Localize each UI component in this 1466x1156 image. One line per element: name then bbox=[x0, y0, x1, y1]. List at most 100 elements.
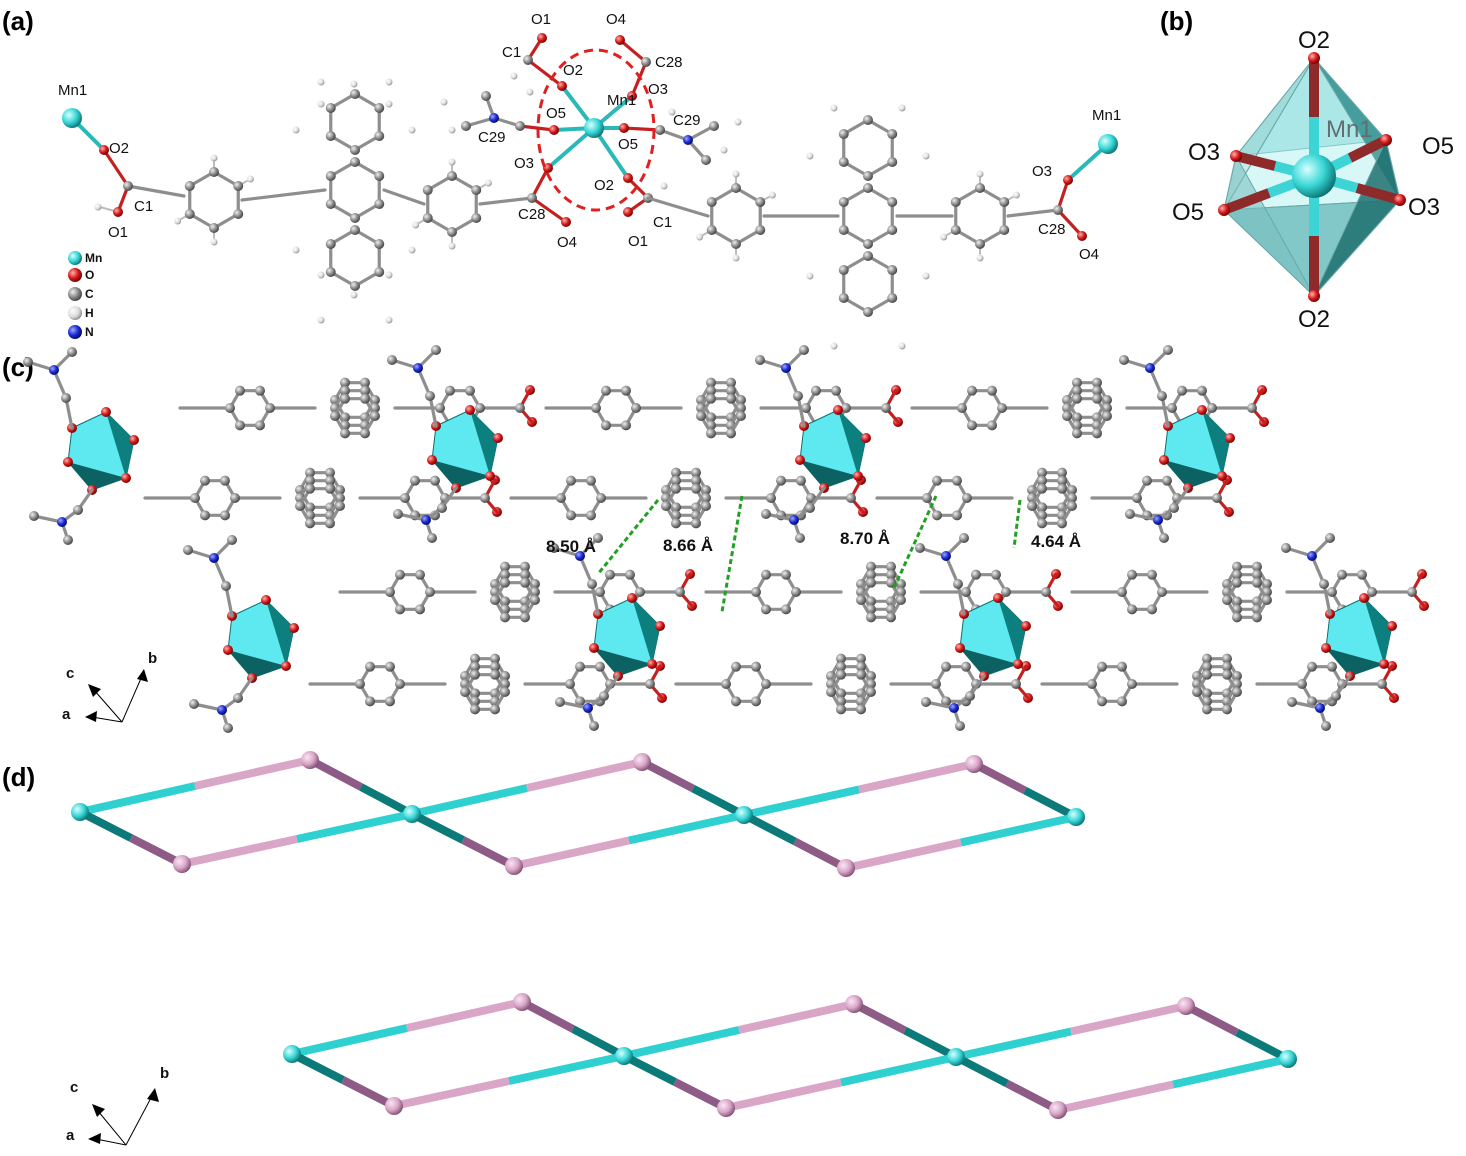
network-link bbox=[461, 836, 516, 870]
panel-b-label: (b) bbox=[1160, 6, 1194, 36]
carbon-atom bbox=[781, 569, 791, 580]
hydrogen-atom bbox=[210, 238, 218, 246]
carbon-atom bbox=[1127, 604, 1137, 615]
carbon-atom bbox=[965, 691, 975, 701]
oxygen-atom bbox=[101, 407, 111, 417]
carbon-atom bbox=[1307, 696, 1317, 707]
network-link bbox=[406, 998, 523, 1032]
carbon-atom bbox=[350, 213, 360, 223]
mn-octahedron-face bbox=[998, 598, 1026, 664]
carbon-atom bbox=[863, 239, 873, 249]
linker-node bbox=[513, 993, 531, 1011]
hydrogen-atom bbox=[385, 271, 393, 279]
network-link bbox=[858, 760, 975, 794]
hydrogen-atom bbox=[292, 126, 300, 134]
carbon-atom bbox=[233, 209, 244, 219]
carbon-atom bbox=[997, 403, 1007, 413]
oxygen-atom bbox=[557, 81, 567, 91]
hydrogen-atom bbox=[408, 246, 416, 254]
oxygen-atom bbox=[1063, 175, 1073, 185]
carbon-atom bbox=[941, 661, 951, 672]
carbon-atom bbox=[838, 293, 849, 303]
carbon-atom bbox=[838, 157, 849, 167]
mn-o-bond bbox=[1347, 135, 1389, 163]
hydrogen-atom bbox=[922, 152, 930, 160]
carbon-atom bbox=[975, 239, 985, 249]
carbon-atom bbox=[220, 475, 230, 486]
oxygen-atom bbox=[113, 207, 123, 217]
label-o4-bottom: O4 bbox=[557, 234, 577, 251]
oxygen-atom bbox=[619, 123, 629, 133]
carbon-atom bbox=[1092, 393, 1102, 404]
nitrogen-atom bbox=[489, 113, 499, 123]
carbon-atom bbox=[471, 185, 482, 195]
network-link bbox=[793, 837, 848, 872]
carbon-atom bbox=[621, 385, 631, 396]
axis-d-c-label: c bbox=[70, 1079, 78, 1096]
carbon-atom bbox=[527, 193, 537, 203]
carbon-atom bbox=[1307, 661, 1317, 672]
carbon-atom bbox=[575, 661, 585, 672]
carbon-atom bbox=[886, 561, 896, 572]
carbon-atom bbox=[952, 475, 962, 486]
hydrogen-atom bbox=[734, 118, 742, 126]
label-b-o5-right: O5 bbox=[1422, 133, 1454, 160]
mn-node bbox=[615, 1047, 633, 1065]
carbon-atom bbox=[961, 661, 971, 672]
carbon-atom bbox=[1197, 385, 1207, 396]
bond bbox=[956, 582, 966, 616]
axis-d-a-label: a bbox=[66, 1127, 75, 1144]
hydrogen-atom bbox=[448, 242, 456, 250]
carbon-atom bbox=[223, 723, 233, 733]
hydrogen-atom bbox=[976, 170, 984, 178]
carbon-atom bbox=[475, 403, 485, 413]
carbon-atom bbox=[691, 483, 701, 494]
carbon-atom bbox=[447, 171, 457, 181]
carbon-atom bbox=[1192, 687, 1202, 697]
carbon-atom bbox=[841, 403, 851, 413]
legend-n-swatch bbox=[68, 325, 82, 339]
distance-label-1: 8.50 Å bbox=[546, 537, 596, 556]
carbon-atom bbox=[887, 197, 898, 207]
carbon-atom bbox=[726, 377, 736, 388]
label-mn1-right: Mn1 bbox=[1092, 107, 1121, 124]
mn-octahedron-face bbox=[106, 412, 134, 478]
carbon-atom bbox=[305, 467, 315, 478]
carbon-atom bbox=[565, 679, 575, 689]
carbon-atom bbox=[1331, 691, 1341, 701]
carbon-atom bbox=[374, 131, 385, 141]
carbon-atom bbox=[530, 595, 540, 605]
carbon-atom bbox=[856, 661, 866, 672]
carbon-atom bbox=[425, 391, 435, 401]
carbon-atom bbox=[866, 569, 876, 580]
distance-line bbox=[720, 495, 744, 613]
carbon-atom bbox=[1247, 403, 1257, 413]
bond bbox=[1160, 394, 1170, 428]
carbon-atom bbox=[445, 385, 455, 396]
mn-octahedron-face bbox=[594, 648, 652, 676]
carbon-atom bbox=[209, 223, 219, 233]
carbon-atom bbox=[761, 679, 771, 689]
carbon-atom bbox=[838, 197, 849, 207]
mn-node bbox=[403, 805, 421, 823]
distance-line bbox=[892, 495, 938, 589]
mn-o-bond bbox=[1355, 183, 1402, 205]
linker-node bbox=[837, 859, 855, 877]
carbon-atom bbox=[340, 393, 350, 404]
carbon-atom bbox=[655, 125, 665, 135]
oxygen-atom bbox=[63, 457, 73, 467]
carbon-atom bbox=[766, 493, 776, 503]
network-link bbox=[520, 998, 575, 1033]
nitrogen-atom bbox=[49, 365, 59, 375]
carbon-atom bbox=[696, 411, 706, 421]
carbon-atom bbox=[365, 661, 375, 672]
carbon-atom bbox=[1147, 569, 1157, 580]
carbon-atom bbox=[1072, 385, 1082, 396]
carbon-atom bbox=[731, 239, 741, 249]
carbon-atom bbox=[661, 501, 671, 511]
hydrogen-atom bbox=[660, 182, 668, 190]
carbon-atom bbox=[230, 493, 240, 503]
hydrogen-atom bbox=[898, 342, 906, 350]
network-link bbox=[291, 1024, 408, 1058]
carbon-atom bbox=[183, 545, 193, 555]
